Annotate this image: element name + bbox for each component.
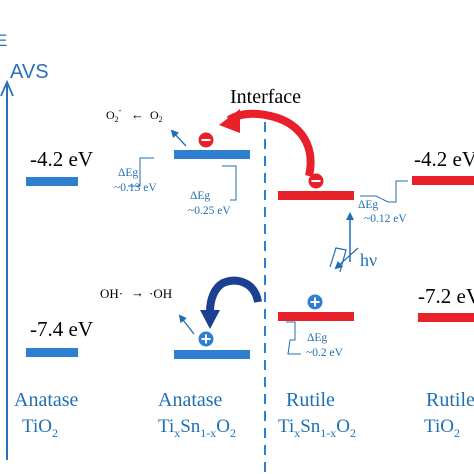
rutile-vb-bar <box>418 313 474 322</box>
reaction-o2-left: O2- <box>106 106 122 124</box>
anatase-vb-bar <box>26 348 78 357</box>
anatase-tisn-vb-bar <box>174 350 250 359</box>
reaction-oh-right: ·OH <box>149 286 172 301</box>
photon-label: hν <box>360 250 377 270</box>
rutile-tisn-cb-bar <box>278 191 354 200</box>
rutile-vb-value: -7.2 eV <box>418 284 474 308</box>
reaction-o2-pointer <box>170 129 187 147</box>
electron-2-sign <box>311 180 321 182</box>
offset-bracket-4 <box>286 321 301 355</box>
axis-label-top: E <box>0 31 7 50</box>
material-4-formula: TiO2 <box>424 416 460 440</box>
hole-transfer-arrowhead <box>200 310 220 329</box>
reaction-o2-right: O2 <box>150 108 163 124</box>
hole-transfer-arrow <box>206 276 262 313</box>
photon-zigzag <box>329 247 347 273</box>
hole-1-sign-v <box>205 334 207 344</box>
offset-3-delta: ΔEg <box>358 199 378 211</box>
material-2-name: Anatase <box>158 389 223 411</box>
photon-arrow <box>334 247 359 270</box>
reaction-oh-arrow: → <box>131 285 144 300</box>
material-2-formula: TixSn1-xO2 <box>158 416 236 440</box>
energy-axis-arrowhead <box>0 79 14 97</box>
electron-1-sign <box>201 139 211 141</box>
reaction-oh-pointer <box>178 314 195 335</box>
rutile-cb-value: -4.2 eV <box>414 147 474 171</box>
axis-label-avs: AVS <box>10 61 49 83</box>
rutile-tisn-vb-bar <box>278 312 354 321</box>
offset-2-delta: ΔEg <box>190 190 210 202</box>
offset-4-delta: ΔEg <box>307 332 327 344</box>
hole-2-sign-v <box>314 297 316 307</box>
anatase-tisn-cb-bar <box>174 150 250 159</box>
anatase-cb-value: -4.2 eV <box>30 147 93 171</box>
offset-bracket-2 <box>222 165 237 201</box>
offset-2-value: ~0.25 eV <box>188 205 231 217</box>
offset-1-delta: ΔEg <box>118 167 138 179</box>
electron-transfer-arrowhead <box>219 109 240 133</box>
anatase-cb-bar <box>26 177 78 186</box>
material-3-name: Rutile <box>286 389 335 411</box>
interface-label: Interface <box>230 86 301 108</box>
offset-bracket-1 <box>128 157 154 187</box>
reaction-oh-left: OH· <box>100 286 123 301</box>
offset-3-value: ~0.12 eV <box>364 213 407 225</box>
reaction-o2-arrow: ← <box>131 107 144 122</box>
offset-4-value: ~0.2 eV <box>306 347 344 359</box>
rutile-cb-bar <box>412 176 474 185</box>
electron-transfer-arrow <box>226 109 315 177</box>
material-1-formula: TiO2 <box>22 416 58 440</box>
offset-1-value: ~0.13 eV <box>114 182 157 194</box>
material-4-name: Rutile <box>426 389 474 411</box>
material-3-formula: TixSn1-xO2 <box>278 416 356 440</box>
offset-bracket-3 <box>360 180 408 203</box>
material-1-name: Anatase <box>14 389 79 411</box>
anatase-vb-value: -7.4 eV <box>30 317 93 341</box>
